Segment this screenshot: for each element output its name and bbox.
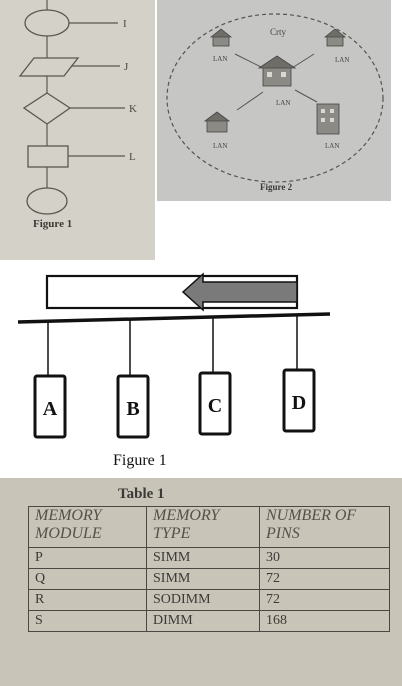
flowchart-diagram: I J K L <box>18 0 137 215</box>
terminator-end-shape <box>26 187 68 215</box>
node-b-box <box>116 374 150 439</box>
signal-arrow <box>181 272 298 312</box>
network-caption: Figure 2 <box>260 182 293 192</box>
network-diagram: Crty LAN LAN LAN LAN <box>166 13 384 183</box>
cell-pins: 72 <box>259 568 390 590</box>
node-a-label: A <box>43 398 58 420</box>
bus-diagram: A B C D <box>17 272 331 439</box>
lan-label: LAN <box>276 99 290 107</box>
input-output-shape <box>18 57 80 77</box>
label-l: L <box>129 151 136 163</box>
decision-shape <box>22 92 72 125</box>
terminator-start-shape <box>24 9 70 37</box>
cell-module: R <box>28 589 147 611</box>
node-a-box <box>33 374 67 439</box>
cell-type: SIMM <box>146 568 260 590</box>
table-row: P SIMM 30 <box>28 547 390 569</box>
lan-label: LAN <box>335 56 349 64</box>
cell-module: Q <box>28 568 147 590</box>
house-icon <box>209 28 233 47</box>
header-number-of-pins: NUMBER OF PINS <box>259 506 390 548</box>
cell-type: SODIMM <box>146 589 260 611</box>
memory-table: MEMORY MODULE MEMORY TYPE NUMBER OF PINS… <box>28 506 390 632</box>
cell-module: S <box>28 610 147 632</box>
node-b-label: B <box>126 398 139 420</box>
city-boundary <box>166 13 384 183</box>
table-row: S DIMM 168 <box>28 610 390 632</box>
table-row: Q SIMM 72 <box>28 568 390 590</box>
process-shape <box>27 145 69 168</box>
network-figure: Crty LAN LAN LAN LAN <box>157 0 391 201</box>
house-icon <box>203 111 231 133</box>
node-d-label: D <box>292 392 306 414</box>
flowchart-caption: Figure 1 <box>33 218 73 230</box>
label-i: I <box>123 18 127 30</box>
table-title: Table 1 <box>118 486 165 502</box>
table-header-row: MEMORY MODULE MEMORY TYPE NUMBER OF PINS <box>28 506 390 548</box>
lan-label: LAN <box>325 142 339 150</box>
memory-table-panel: Table 1 MEMORY MODULE MEMORY TYPE NUMBER… <box>0 478 402 686</box>
label-j: J <box>124 61 129 73</box>
header-memory-module: MEMORY MODULE <box>28 506 147 548</box>
label-k: K <box>129 103 137 115</box>
node-c-box <box>198 371 232 436</box>
cell-pins: 168 <box>259 610 390 632</box>
central-building-icon <box>257 55 297 87</box>
table-row: R SODIMM 72 <box>28 589 390 611</box>
node-c-label: C <box>208 395 222 417</box>
city-label: Crty <box>270 27 287 37</box>
bus-line <box>17 312 331 324</box>
bus-caption: Figure 1 <box>113 452 167 469</box>
cell-type: SIMM <box>146 547 260 569</box>
header-memory-type: MEMORY TYPE <box>146 506 260 548</box>
flowchart-figure: I J K L Figure 1 <box>0 0 155 260</box>
node-d-box <box>282 368 316 433</box>
cell-pins: 30 <box>259 547 390 569</box>
cell-type: DIMM <box>146 610 260 632</box>
house-icon <box>323 28 347 47</box>
lan-label: LAN <box>213 142 227 150</box>
cell-pins: 72 <box>259 589 390 611</box>
bus-figure: A B C D Figure 1 <box>0 260 402 478</box>
lan-label: LAN <box>213 55 227 63</box>
cell-module: P <box>28 547 147 569</box>
office-building-icon <box>316 103 340 135</box>
